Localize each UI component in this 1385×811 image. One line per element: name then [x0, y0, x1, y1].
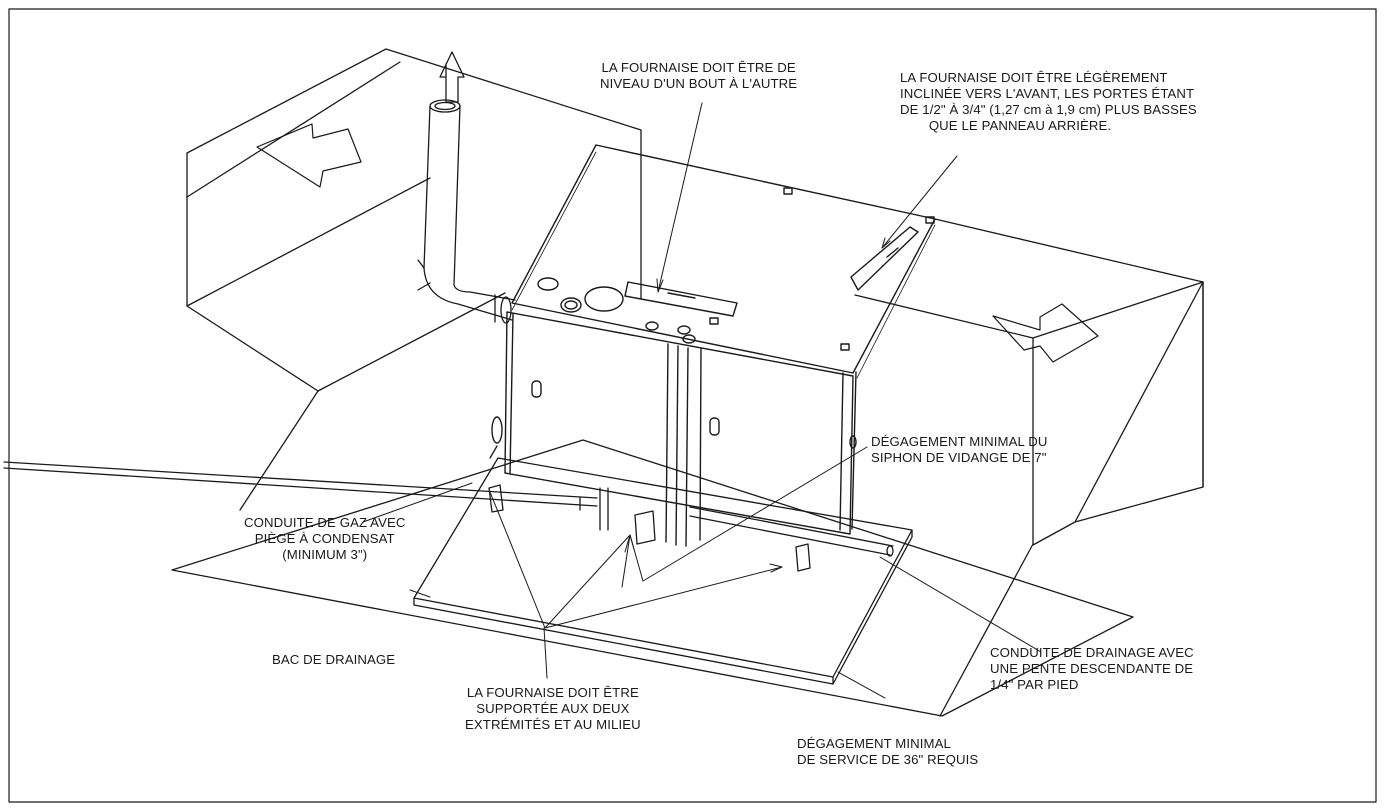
diagram-frame — [8, 8, 1377, 803]
supports — [488, 484, 811, 572]
label-drain-pan: BAC DE DRAINAGE — [272, 652, 396, 667]
airflow-arrow-left — [256, 123, 362, 188]
label-drain-line: CONDUITE DE DRAINAGE AVEC UNE PENTE DESC… — [990, 645, 1194, 692]
drain-line — [689, 506, 894, 557]
drain-pan-shape — [413, 457, 913, 685]
label-gas-line: CONDUITE DE GAZ AVEC PIÈGE À CONDENSAT (… — [244, 515, 406, 562]
label-drain-trap-clearance: DÉGAGEMENT MINIMAL DU SIPHON DE VIDANGE … — [871, 434, 1048, 465]
leader-lines — [362, 102, 1042, 699]
duct-floor-lines — [239, 390, 1034, 717]
gas-line — [3, 461, 609, 531]
label-service-clearance: DÉGAGEMENT MINIMAL DE SERVICE DE 36" REQ… — [797, 736, 979, 767]
service-clearance-floor — [171, 439, 1134, 717]
furnace-cabinet — [491, 144, 936, 547]
label-tilt-forward: LA FOURNAISE DOIT ÊTRE LÉGÈREMENT INCLIN… — [900, 70, 1197, 133]
airflow-arrow-right — [992, 303, 1099, 363]
left-duct — [186, 48, 642, 392]
vent-exhaust-arrow — [439, 51, 465, 103]
vent-pipe — [417, 99, 516, 324]
label-level-end-to-end: LA FOURNAISE DOIT ÊTRE DE NIVEAU D'UN BO… — [600, 60, 798, 91]
label-supported: LA FOURNAISE DOIT ÊTRE SUPPORTÉE AUX DEU… — [465, 685, 641, 732]
right-duct — [854, 218, 1204, 546]
